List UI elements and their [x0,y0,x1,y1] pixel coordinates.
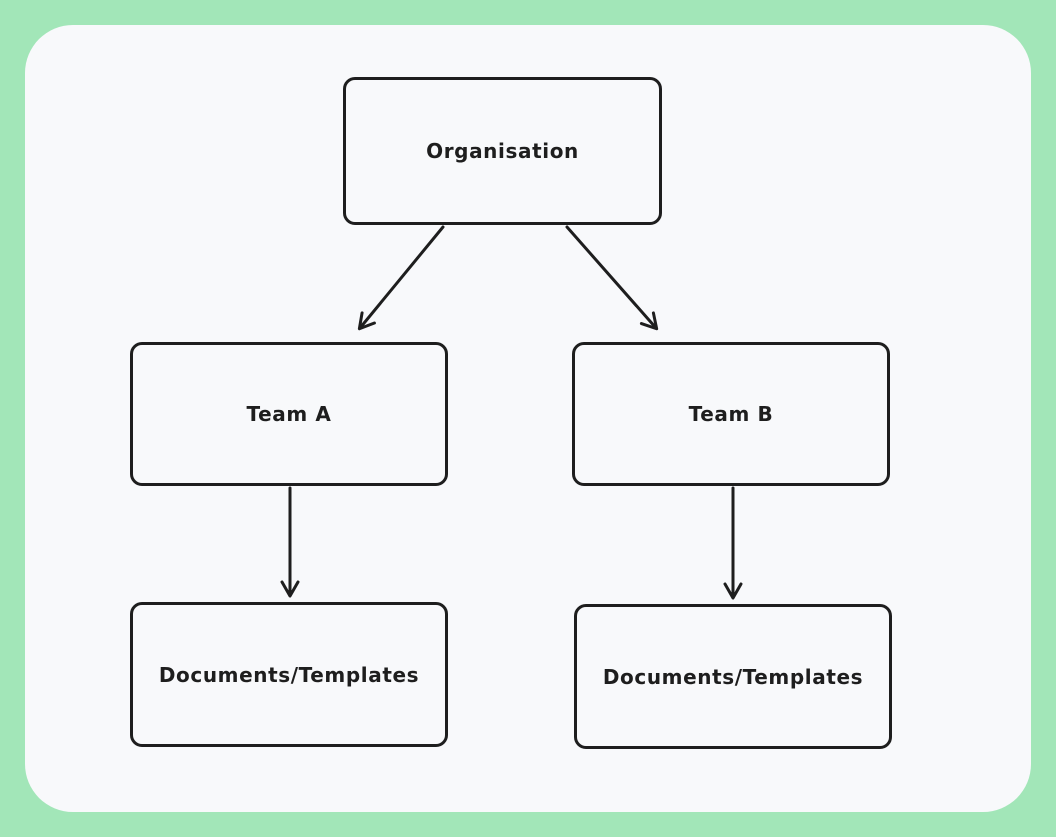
edge-organisation-to-team-b[interactable] [565,225,659,331]
node-team-b[interactable]: Team B [572,342,890,486]
node-team-a[interactable]: Team A [130,342,448,486]
node-documents-templates-b-label: Documents/Templates [602,664,864,689]
node-organisation-label: Organisation [426,139,579,163]
node-documents-templates-a[interactable]: Documents/Templates [130,602,448,747]
node-documents-templates-b[interactable]: Documents/Templates [574,604,892,749]
node-team-a-label: Team A [246,402,332,426]
node-team-b-label: Team B [688,402,774,426]
whiteboard-canvas[interactable]: Organisation Team A Team B Documents/Tem… [25,25,1031,812]
node-organisation[interactable]: Organisation [343,77,662,225]
node-documents-templates-a-label: Documents/Templates [158,662,420,687]
edge-organisation-to-team-a[interactable] [357,225,445,331]
